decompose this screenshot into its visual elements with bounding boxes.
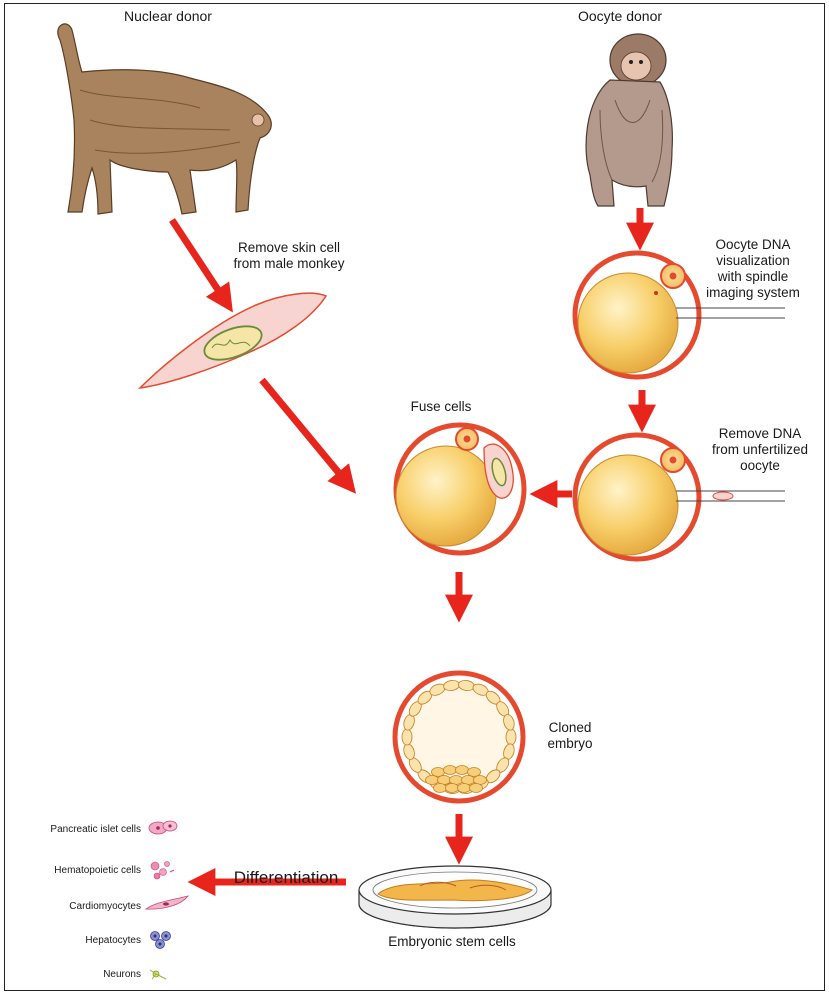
cloned-embryo	[395, 673, 523, 801]
neuron-icon	[150, 970, 166, 979]
arrow-monkey-to-skin	[172, 220, 226, 302]
inner-cell-mass-cell	[468, 768, 481, 777]
inner-cell-mass-cell	[432, 768, 445, 777]
remove-dna-label-line3: oocyte	[740, 458, 780, 473]
cell-type-label-cardiomyocytes: Cardiomyocytes	[69, 901, 141, 912]
remove-skin-cell-label-line1: Remove skin cell	[238, 240, 340, 255]
inner-cell-mass-cell	[470, 784, 483, 793]
cell-type-label-pancreatic: Pancreatic islet cells	[50, 824, 141, 835]
remove-dna-label-line2: from unfertilized	[712, 442, 808, 457]
cloned-embryo-label-line1: Cloned	[549, 720, 592, 735]
remove-skin-cell-label-line2: from male monkey	[233, 256, 344, 271]
nuclear-donor-label: Nuclear donor	[124, 8, 212, 24]
hepatocytes-icon	[151, 932, 171, 949]
fuse-cells-label: Fuse cells	[411, 399, 472, 414]
inner-cell-mass-cell	[426, 776, 439, 785]
differentiation-label: Differentiation	[234, 868, 339, 887]
inner-cell-mass-cell	[446, 784, 459, 793]
inner-cell-mass-cell	[456, 766, 469, 775]
cell-type-label-hematopoietic: Hematopoietic cells	[54, 865, 141, 876]
cell-type-label-hepatocytes: Hepatocytes	[85, 935, 141, 946]
trophoblast-cell	[506, 729, 516, 745]
hematopoietic-cells-icon	[151, 862, 174, 880]
inner-cell-mass-cell	[444, 766, 457, 775]
inner-cell-mass-cell	[434, 784, 447, 793]
cardiomyocytes-icon	[146, 896, 188, 909]
cloned-embryo-label-line2: embryo	[547, 736, 592, 751]
skin-cell	[140, 293, 326, 388]
petri-dish	[359, 866, 551, 928]
embryonic-stem-cells-label: Embryonic stem cells	[388, 934, 516, 949]
arrows	[172, 208, 642, 882]
oocyte-dna-label-line4: imaging system	[706, 285, 800, 300]
trophoblast-cell	[402, 729, 412, 745]
oocyte-dna-label-line1: Oocyte DNA	[715, 237, 790, 252]
oocyte-donor-label: Oocyte donor	[578, 8, 662, 24]
arrow-skin-to-fuse	[262, 380, 348, 484]
oocyte-dna-label-line3: with spindle	[717, 269, 789, 284]
pancreatic-cells-icon	[149, 821, 177, 834]
fused-cell	[396, 425, 524, 553]
oocyte-donor-monkey	[586, 34, 672, 206]
inner-cell-mass-cell	[458, 784, 471, 793]
remove-dna-label-line1: Remove DNA	[719, 426, 802, 441]
nuclear-donor-monkey	[58, 24, 271, 214]
cell-type-label-neurons: Neurons	[103, 969, 141, 980]
oocyte-dna-label-line2: visualization	[716, 253, 790, 268]
